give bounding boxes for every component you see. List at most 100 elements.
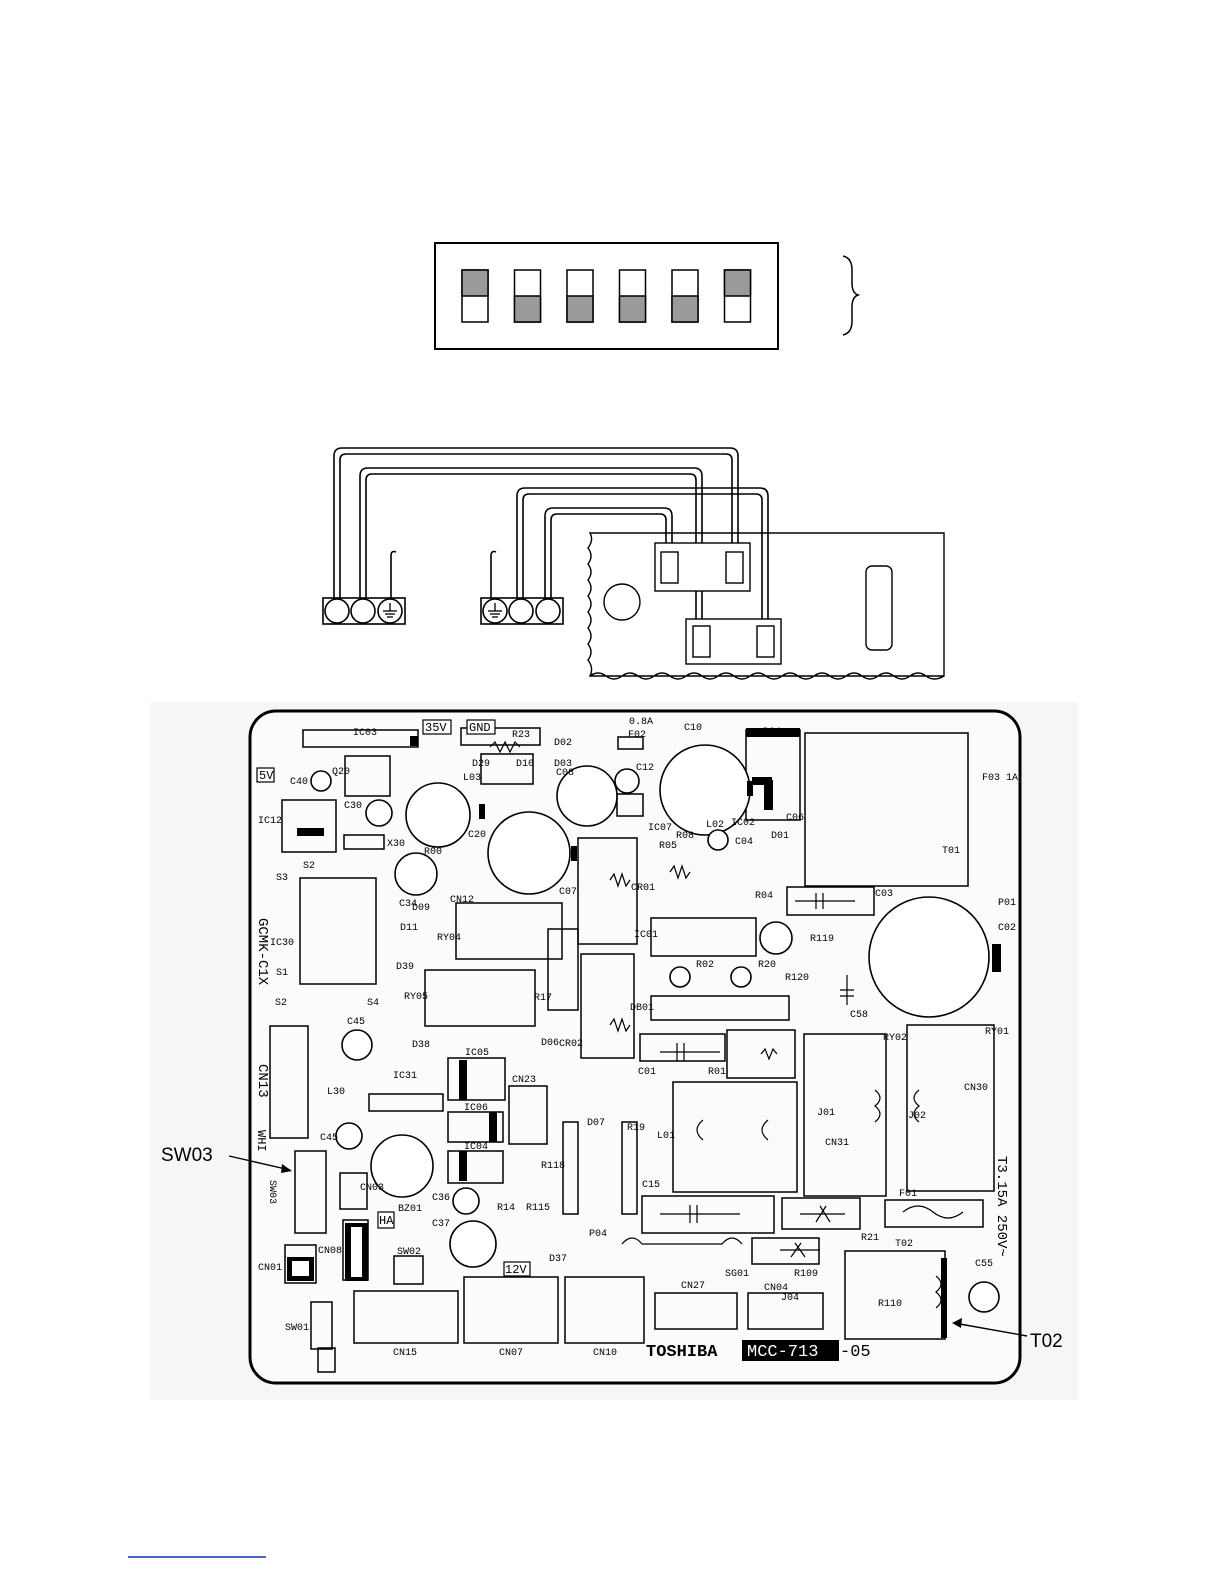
silk-r14: R14 — [497, 1203, 515, 1214]
silk-j04: J04 — [781, 1293, 799, 1304]
silk-cr01: CR01 — [631, 883, 655, 894]
silk-5v: 5V — [259, 769, 274, 783]
ground-symbol-icon — [488, 603, 502, 618]
silk-part-no: MCC-713 — [747, 1343, 818, 1362]
silk-c02: C02 — [998, 923, 1016, 934]
silk-s1: S1 — [276, 968, 288, 979]
dip-switch-2-knob — [513, 295, 542, 323]
silk-ic30: IC30 — [270, 938, 294, 949]
silk-db01: DB01 — [630, 1003, 654, 1014]
silk-c40: C40 — [290, 777, 308, 788]
silk-f02-rating: 0.8A — [629, 717, 653, 728]
ground-symbol-icon — [383, 603, 397, 618]
silk-ha: HA — [379, 1214, 394, 1228]
sw03-callout-arrow — [228, 1155, 291, 1171]
silk-c20: C20 — [468, 830, 486, 841]
silk-35v: 35V — [425, 721, 447, 735]
footer-rule — [128, 1556, 266, 1558]
silk-ic05: IC05 — [465, 1048, 489, 1059]
silk-c01: C01 — [638, 1067, 656, 1078]
silk-cn08: CN08 — [318, 1246, 342, 1257]
silk-c12: C12 — [636, 763, 654, 774]
silk-whi: WHI — [254, 1130, 268, 1152]
ground-wire-left — [390, 550, 397, 600]
dip-switch-housing — [434, 242, 779, 350]
dip-switch-6-knob — [723, 269, 752, 297]
silk-sg01: SG01 — [725, 1269, 749, 1280]
silk-text-layer: IC03 R23 D02 D03 0.8A F02 C10 D04 C40 Q2… — [258, 717, 1018, 1359]
dip-switch-5-knob — [671, 295, 699, 323]
silk-d38: D38 — [412, 1040, 430, 1051]
silk-d37: D37 — [549, 1254, 567, 1265]
silk-ic06: IC06 — [464, 1103, 488, 1114]
silk-c36: C36 — [432, 1193, 450, 1204]
silk-cn31: CN31 — [825, 1138, 849, 1149]
silk-r08: R08 — [676, 831, 694, 842]
silk-f03: F03 1A — [982, 773, 1018, 784]
silk-c45b: C45 — [320, 1133, 338, 1144]
wire-1-inner — [339, 453, 733, 600]
silk-cr02: CR02 — [559, 1039, 583, 1050]
silk-c03: C03 — [875, 889, 893, 900]
silk-ry04: RY04 — [437, 933, 461, 944]
silk-r17: R17 — [534, 993, 552, 1004]
silk-cn30: CN30 — [964, 1083, 988, 1094]
dip-switch-3-knob — [566, 295, 594, 323]
silk-p01: P01 — [998, 898, 1016, 909]
silk-cn10: CN10 — [593, 1348, 617, 1359]
silk-d04: D04 — [763, 727, 781, 738]
wire-3 — [516, 487, 769, 650]
silk-r05: R05 — [659, 841, 677, 852]
silk-c34: C34 — [399, 899, 417, 910]
silk-t01: T01 — [942, 846, 960, 857]
silk-c37: C37 — [432, 1219, 450, 1230]
silk-cn15: CN15 — [393, 1348, 417, 1359]
pcb-slot — [865, 565, 893, 651]
silk-l02: L02 — [706, 820, 724, 831]
silk-d07: D07 — [587, 1118, 605, 1129]
silk-c06: C06 — [786, 813, 804, 824]
silk-d39: D39 — [396, 962, 414, 973]
silk-ry01: RY01 — [985, 1027, 1009, 1038]
brace-icon — [842, 255, 861, 336]
pcb-mounting-hole — [603, 583, 641, 621]
silk-r23: R23 — [512, 730, 530, 741]
silk-ic03: IC03 — [353, 728, 377, 739]
silk-l30: L30 — [327, 1087, 345, 1098]
dip-switch-4-knob — [618, 295, 647, 323]
silk-ic02: IC02 — [731, 818, 755, 829]
silk-c58: C58 — [850, 1010, 868, 1021]
silk-ry02: RY02 — [883, 1033, 907, 1044]
silk-r119: R119 — [810, 934, 834, 945]
silk-c45a: C45 — [347, 1017, 365, 1028]
silk-d01: D01 — [771, 831, 789, 842]
silk-fuse-rating: T3.15A 250V~ — [993, 1156, 1009, 1257]
silk-r115: R115 — [526, 1203, 550, 1214]
silk-q20: Q20 — [332, 767, 350, 778]
silk-d03: D03 — [554, 759, 572, 770]
silk-sw02: SW02 — [397, 1247, 421, 1258]
silk-s3: S3 — [276, 873, 288, 884]
silk-l03: L03 — [463, 773, 481, 784]
silk-j02: J02 — [908, 1111, 926, 1122]
silk-cn12: CN12 — [450, 895, 474, 906]
wire-3-inner — [522, 493, 763, 650]
silk-r01: R01 — [708, 1067, 726, 1078]
wire-1 — [333, 447, 739, 600]
silk-gnd: GND — [469, 721, 491, 735]
silk-c10: C10 — [684, 723, 702, 734]
silk-ic01: IC01 — [634, 930, 658, 941]
silk-cn23: CN23 — [512, 1075, 536, 1086]
silk-cn04: CN04 — [764, 1283, 788, 1294]
wire-4-inner — [550, 513, 667, 600]
sw03-callout-label: SW03 — [161, 1145, 213, 1166]
silk-s4: S4 — [367, 998, 379, 1009]
silk-d29: D29 — [472, 759, 490, 770]
wire-2-inner — [365, 473, 697, 650]
silk-r120: R120 — [785, 973, 809, 984]
silk-cn27: CN27 — [681, 1281, 705, 1292]
wire-2 — [359, 467, 703, 650]
silk-r118: R118 — [541, 1161, 565, 1172]
pcb-fragment — [587, 532, 945, 680]
silk-sw03: SW03 — [266, 1180, 277, 1204]
